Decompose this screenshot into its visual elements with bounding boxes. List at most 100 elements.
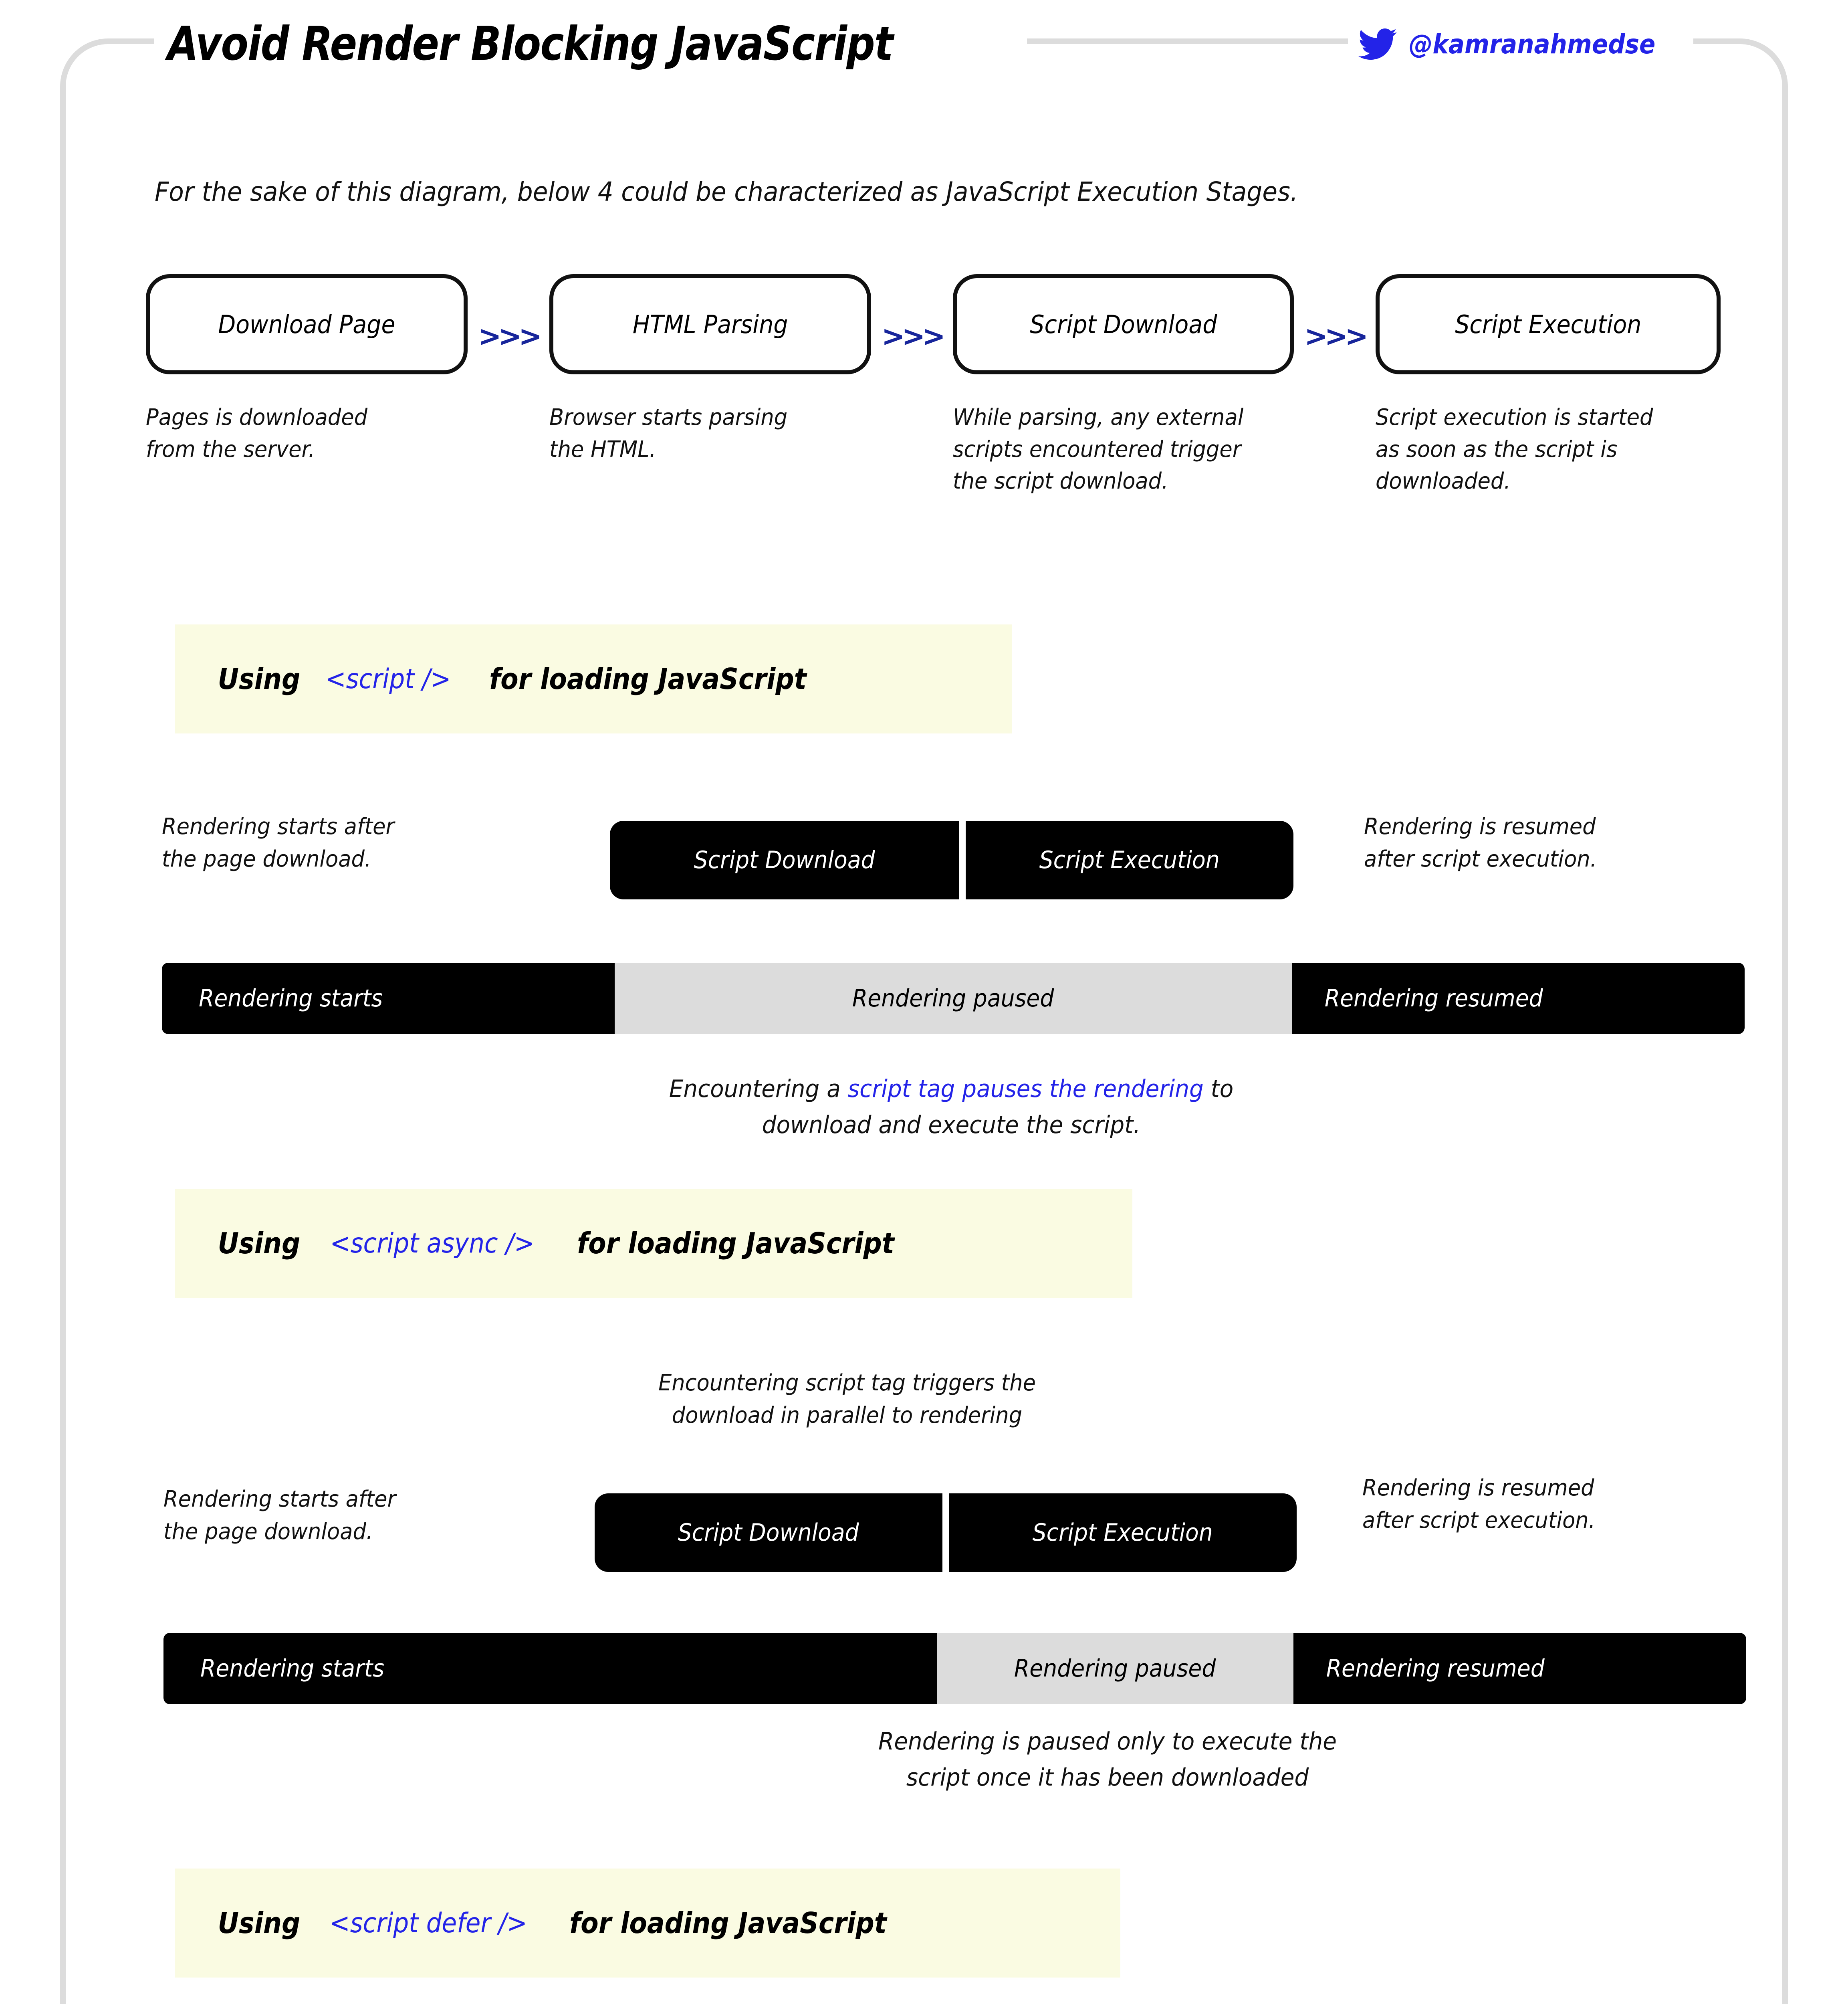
stage-box[interactable]: Script Download [952, 274, 1294, 374]
desc-line: Script execution is started [1376, 404, 1653, 430]
async-caption: Rendering is paused only to execute the … [780, 1723, 1435, 1796]
stage-script-execution: Script Execution Script execution is sta… [1376, 274, 1721, 497]
pill-script-execution[interactable]: Script Execution [949, 1493, 1297, 1572]
banner-code-script-defer: <script defer /> [329, 1907, 527, 1939]
caption-pre: Encountering a [669, 1075, 848, 1103]
twitter-bird-icon [1358, 28, 1397, 60]
caption-line: script once it has been downloaded [906, 1764, 1309, 1792]
section-banner-sync: Using <script /> for loading JavaScript [175, 624, 1012, 733]
stage-description: Pages is downloaded from the server. [146, 402, 448, 465]
note-line: the page download. [163, 1519, 373, 1545]
desc-line: the HTML. [549, 436, 656, 463]
note-line: Encountering script tag triggers the [658, 1370, 1036, 1396]
pill-script-execution[interactable]: Script Execution [966, 821, 1293, 899]
stages-row: Download Page Pages is downloaded from t… [146, 274, 1721, 497]
async-timeline: Rendering starts Rendering paused Render… [163, 1633, 1746, 1704]
timeline-segment-rendering-resumed[interactable]: Rendering resumed [1293, 1633, 1746, 1704]
section-banner-defer: Using <script defer /> for loading JavaS… [175, 1869, 1120, 1978]
caption-line: download and execute the script. [762, 1111, 1141, 1139]
caption-highlight: script tag pauses the rendering [847, 1075, 1204, 1103]
banner-code-script: <script /> [325, 663, 451, 695]
stage-script-download: Script Download While parsing, any exter… [952, 274, 1294, 497]
diagram-card: Avoid Render Blocking JavaScript @kamran… [60, 21, 1788, 2004]
sync-timeline: Rendering starts Rendering paused Render… [162, 963, 1745, 1034]
banner-suffix: for loading JavaScript [577, 1226, 894, 1260]
banner-prefix: Using [218, 662, 301, 696]
page-title: Avoid Render Blocking JavaScript [167, 17, 894, 71]
sync-caption: Encountering a script tag pauses the ren… [556, 1071, 1347, 1143]
pill-label: Script Execution [1039, 846, 1220, 874]
pill-label: Script Download [678, 1519, 859, 1547]
subtitle: For the sake of this diagram, below 4 co… [155, 176, 1298, 207]
segment-label: Rendering paused [852, 984, 1054, 1012]
timeline-segment-rendering-paused[interactable]: Rendering paused [615, 963, 1292, 1034]
stage-arrow-icon-3: >>> [1304, 320, 1368, 353]
stage-html-parsing: HTML Parsing Browser starts parsing the … [549, 274, 871, 465]
note-line: after script execution. [1364, 846, 1597, 873]
sync-right-note: Rendering is resumed after script execut… [1364, 810, 1718, 875]
stage-description: Browser starts parsing the HTML. [549, 402, 852, 465]
async-top-note: Encountering script tag triggers the dow… [527, 1367, 1167, 1432]
stage-label: Script Execution [1455, 309, 1642, 339]
timeline-segment-rendering-starts[interactable]: Rendering starts [162, 963, 615, 1034]
stage-label: Script Download [1029, 309, 1217, 339]
banner-prefix: Using [218, 1906, 301, 1940]
desc-line: downloaded. [1376, 468, 1511, 495]
async-pill-row: Script Download Script Execution [595, 1493, 1297, 1572]
desc-line: scripts encountered trigger [952, 436, 1241, 463]
segment-label: Rendering resumed [1326, 1655, 1545, 1683]
stage-description: Script execution is started as soon as t… [1376, 402, 1700, 497]
note-line: Rendering is resumed [1364, 814, 1596, 840]
desc-line: the script download. [952, 468, 1168, 495]
desc-line: from the server. [146, 436, 315, 463]
desc-line: While parsing, any external [952, 404, 1244, 430]
note-line: Rendering starts after [162, 814, 395, 840]
stage-arrow-icon-1: >>> [478, 320, 542, 353]
note-line: download in parallel to rendering [672, 1402, 1023, 1429]
pill-script-download[interactable]: Script Download [610, 821, 959, 899]
header: Avoid Render Blocking JavaScript @kamran… [66, 4, 1782, 84]
async-left-note: Rendering starts after the page download… [163, 1483, 502, 1548]
banner-prefix: Using [218, 1226, 301, 1260]
banner-suffix: for loading JavaScript [489, 662, 807, 696]
pill-label: Script Execution [1032, 1519, 1213, 1547]
segment-label: Rendering resumed [1324, 984, 1543, 1012]
timeline-segment-rendering-resumed[interactable]: Rendering resumed [1292, 963, 1745, 1034]
timeline-segment-rendering-starts[interactable]: Rendering starts [163, 1633, 937, 1704]
segment-label: Rendering starts [198, 984, 383, 1012]
sync-pill-row: Script Download Script Execution [610, 821, 1293, 899]
banner-code-script-async: <script async /> [330, 1227, 535, 1259]
banner-suffix: for loading JavaScript [569, 1906, 887, 1940]
stage-download-page: Download Page Pages is downloaded from t… [146, 274, 468, 465]
caption-line: Encountering a script tag pauses the ren… [556, 1071, 1347, 1107]
stage-arrow-icon-2: >>> [881, 320, 946, 353]
desc-line: Browser starts parsing [549, 404, 787, 430]
stage-box[interactable]: HTML Parsing [549, 274, 871, 374]
desc-line: Pages is downloaded [146, 404, 368, 430]
pill-divider [942, 1493, 949, 1572]
pill-label: Script Download [694, 846, 876, 874]
page-title-wrap: Avoid Render Blocking JavaScript [154, 21, 1027, 67]
stage-label: HTML Parsing [632, 309, 788, 339]
note-line: after script execution. [1362, 1507, 1596, 1534]
twitter-handle: @kamranahmedse [1409, 28, 1656, 60]
note-line: Rendering starts after [163, 1486, 396, 1512]
stage-box[interactable]: Download Page [146, 274, 468, 374]
timeline-segment-rendering-paused[interactable]: Rendering paused [937, 1633, 1293, 1704]
segment-label: Rendering starts [200, 1655, 385, 1683]
section-banner-async: Using <script async /> for loading JavaS… [175, 1189, 1132, 1298]
stage-label: Download Page [218, 309, 395, 339]
caption-post: to [1203, 1075, 1234, 1103]
twitter-credit[interactable]: @kamranahmedse [1348, 25, 1693, 63]
pill-script-download[interactable]: Script Download [595, 1493, 942, 1572]
stage-box[interactable]: Script Execution [1376, 274, 1721, 374]
note-line: Rendering is resumed [1362, 1475, 1594, 1501]
caption-line: Rendering is paused only to execute the [878, 1727, 1337, 1756]
sync-left-note: Rendering starts after the page download… [162, 810, 501, 875]
async-right-note: Rendering is resumed after script execut… [1362, 1472, 1720, 1537]
pill-divider [959, 821, 966, 899]
desc-line: as soon as the script is [1376, 436, 1618, 463]
segment-label: Rendering paused [1014, 1655, 1216, 1683]
note-line: the page download. [162, 846, 371, 873]
stage-description: While parsing, any external scripts enco… [953, 402, 1273, 497]
